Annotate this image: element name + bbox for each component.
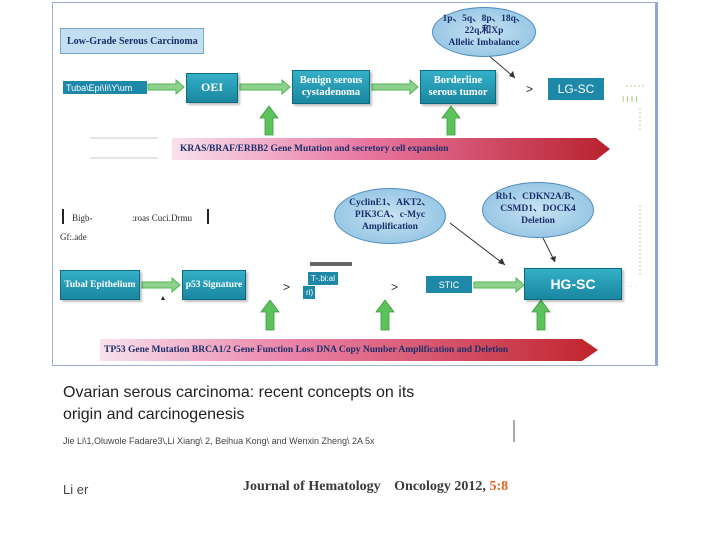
vertical-bars	[62, 209, 209, 224]
lgsc-label: LG-SC	[548, 78, 604, 100]
benign-cystadenoma-box: Benign serous cystadenoma	[292, 70, 370, 104]
hgsc-gene-band	[100, 339, 598, 361]
lgsc-tubal-epithelium-chip: Tuba\Epi\Ii\Y\um	[63, 81, 147, 94]
cyclin-line-3: Amplification	[362, 221, 418, 232]
lgsc-gene-band	[172, 138, 610, 160]
p53-signature-box: p53 Signature	[182, 270, 246, 300]
tubal-epithelium-box: Tubal Epithelium	[60, 270, 140, 300]
journal-year: Oncology 2012,	[394, 479, 486, 494]
paper-title-line-1: Ovarian serous carcinoma: recent concept…	[63, 384, 415, 401]
paper-authors: Jie Li\1,Oluwole Fadare3\,Li Xiang\ 2, B…	[63, 436, 375, 446]
hgsc-up-arrows	[260, 299, 551, 331]
cyclin-line-2: PIK3CA、c-Myc	[354, 210, 426, 221]
connector-arrowheads	[498, 71, 556, 265]
lgsc-horizontal-arrows	[147, 78, 419, 96]
rb1-line-1: Rb1、CDKN2A/B、	[495, 192, 581, 203]
short-citation: Li er	[63, 482, 89, 497]
borderline-line-2: serous tumor	[428, 87, 488, 98]
hgsc-arrow-glyph-2: >	[391, 280, 399, 294]
right-dashed-fragments	[626, 85, 646, 275]
lgsc-up-arrows	[259, 105, 461, 136]
hgsc-dots: · · ·	[627, 284, 637, 290]
rb1-deletion-ellipse: Rb1、CDKN2A/B、 CSMD1、DOCK4 Deletion	[482, 182, 594, 238]
rb1-line-2: CSMD1、DOCK4	[500, 204, 576, 215]
borderline-tumor-box: Borderline serous tumor	[420, 70, 496, 104]
paper-title-line-2: origin and carcinogenesis	[63, 406, 245, 423]
cyclin-line-1: CyclinE1、AKT2、	[349, 198, 431, 209]
benign-line-1: Benign serous	[299, 74, 363, 86]
cyclin-amplification-ellipse: CyclinE1、AKT2、 PIK3CA、c-Myc Amplificatio…	[334, 188, 446, 244]
allelic-line-1: 1p、5q、8p、18q、	[442, 14, 526, 25]
rb1-line-3: Deletion	[521, 215, 555, 226]
lgsc-right-fragment: I I I I	[622, 95, 638, 104]
oei-box: OEI	[186, 73, 238, 103]
borderline-line-1: Borderline	[433, 74, 483, 86]
stic-chip: STIC	[426, 276, 472, 293]
allelic-line-3: Allelic Imbalance	[448, 37, 520, 48]
hgsc-box: HG-SC	[524, 268, 622, 300]
benign-line-2: cystadenoma	[301, 87, 361, 98]
tubal-chip: T-.bi:al	[308, 272, 338, 285]
lgsc-title-box: Low-Grade Serous Carcinoma	[60, 28, 204, 54]
hgsc-left-ocr-2: :roas Cuci.Drmu	[132, 213, 192, 223]
allelic-imbalance-ellipse: 1p、5q、8p、18q、 22q,和Xp Allelic Imbalance	[432, 7, 536, 57]
hgsc-left-ocr-1: Bigb-	[72, 213, 93, 223]
small-marker	[161, 296, 165, 300]
journal-citation: Journal of Hematology Oncology 2012, 5:8	[243, 479, 508, 495]
lgsc-band-text: KRAS/BRAF/ERBB2 Gene Mutation and secret…	[180, 144, 449, 154]
journal-volume: 5:8	[489, 479, 509, 494]
allelic-line-2: 22q,和Xp	[464, 26, 504, 37]
hgsc-horizontal-arrows	[141, 276, 525, 294]
faded-lines	[90, 137, 158, 159]
paper-title: Ovarian serous carcinoma: recent concept…	[63, 382, 513, 426]
hgsc-band-text: TP53 Gene Mutation BRCA1/2 Gene Function…	[104, 345, 509, 355]
hgsc-arrow-glyph-1: >	[283, 280, 291, 294]
journal-name: Journal of Hematology	[243, 479, 381, 494]
tubal-chip-lower: ri)	[303, 286, 315, 299]
lgsc-arrow-glyph: >	[526, 82, 534, 96]
hgsc-left-ocr-3: Gf:.ade	[60, 232, 87, 242]
